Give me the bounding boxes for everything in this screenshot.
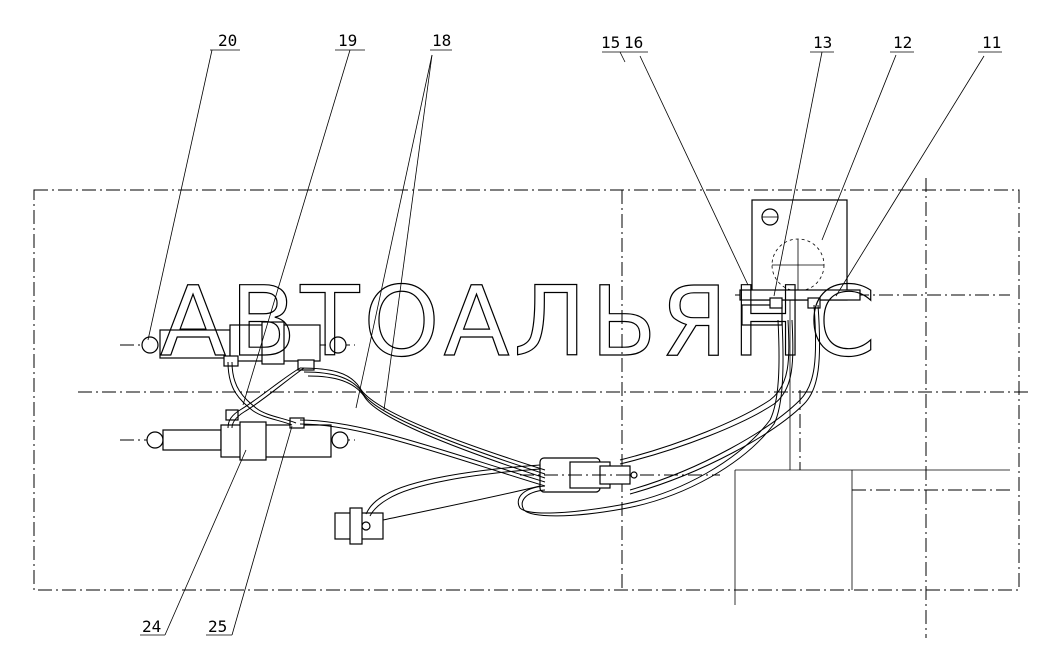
frame-outline <box>33 178 1030 638</box>
watermark: АВТОАЛЬЯНС <box>160 266 880 378</box>
callout-11: 11 <box>982 33 1001 52</box>
callout-12: 12 <box>893 33 912 52</box>
leader-lines <box>140 49 1002 636</box>
callout-15: 15 <box>601 33 620 52</box>
callout-20: 20 <box>218 31 237 50</box>
central-valve <box>520 457 720 493</box>
lower-fitting <box>334 507 384 545</box>
callout-24: 24 <box>142 617 161 636</box>
callout-16: 16 <box>624 33 643 52</box>
upper-cylinder <box>120 321 355 371</box>
lower-cylinder <box>120 409 355 461</box>
callout-25: 25 <box>208 617 227 636</box>
callout-13: 13 <box>813 33 832 52</box>
callout-18: 18 <box>432 31 451 50</box>
hose-lines <box>227 304 821 521</box>
callout-19: 19 <box>338 31 357 50</box>
callout-labels: 20 19 18 15 16 13 12 11 24 25 <box>142 31 1001 636</box>
